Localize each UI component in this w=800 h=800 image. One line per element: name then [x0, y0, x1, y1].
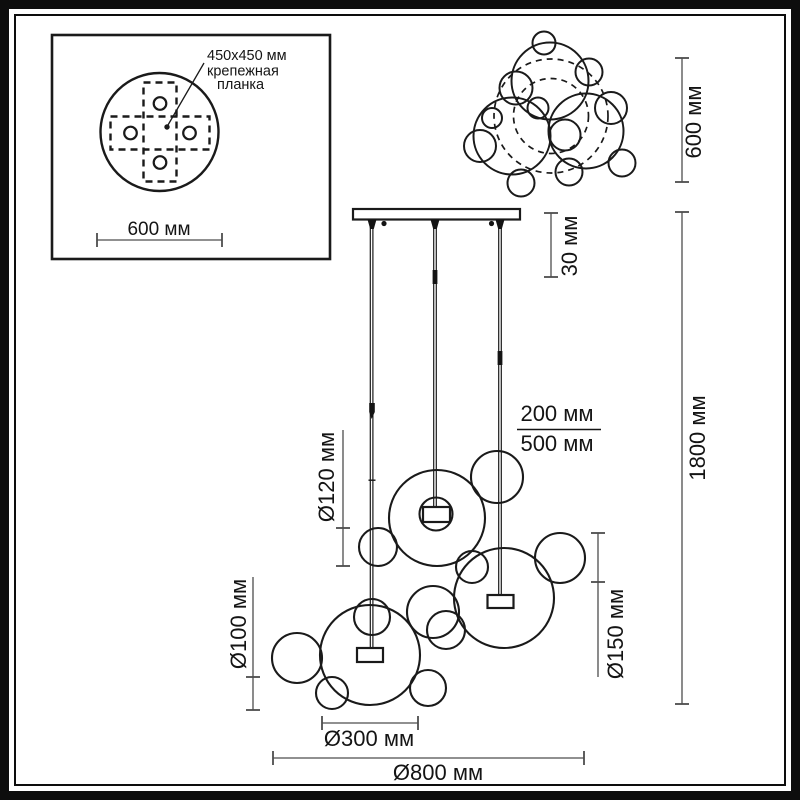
mounting-plate-inset — [50, 33, 332, 261]
top-view-small-sphere — [607, 148, 637, 178]
cord-length-bottom-label: 500 мм — [520, 431, 593, 456]
overall-width-label: Ø800 мм — [393, 760, 483, 785]
cable-joint-left — [369, 403, 375, 419]
sphere-large-middle — [387, 468, 487, 568]
top-view-small-sphere — [574, 57, 604, 87]
top-view-dim-600 — [675, 57, 689, 183]
leader-dot — [164, 124, 170, 130]
cable-right — [498, 219, 502, 595]
plate-name-label-1: крепежная — [207, 64, 279, 80]
sphere-small — [454, 549, 490, 585]
sphere-small — [408, 668, 448, 708]
cable-grip — [495, 219, 505, 229]
inset-dim-600 — [96, 233, 223, 247]
sphere-inner-lamp — [418, 496, 454, 532]
top-view-large-sphere — [547, 92, 625, 170]
total-height-label: 1800 мм — [685, 395, 710, 480]
sphere-d120-label: Ø120 мм — [314, 432, 339, 522]
dimension-lines — [246, 211, 689, 765]
mounting-bracket-vertical — [142, 81, 178, 183]
cable-joints — [368, 270, 503, 481]
cable-middle — [433, 219, 437, 507]
top-view-small-sphere — [554, 157, 584, 187]
inset-border — [50, 33, 332, 261]
suspension-cables — [369, 219, 502, 648]
top-view-small-sphere — [594, 91, 628, 125]
bubble-spheres — [270, 449, 587, 711]
canopy-height-label: 30 мм — [557, 216, 582, 277]
mounting-hole — [123, 125, 138, 141]
mounting-hole — [182, 125, 197, 141]
sphere-d300-label: Ø300 мм — [324, 726, 414, 751]
top-view-small-sphere — [481, 107, 503, 129]
socket-left — [355, 646, 385, 664]
sphere-small — [270, 631, 324, 685]
leader-line — [167, 62, 205, 126]
socket-middle — [421, 505, 452, 524]
ceiling-plate — [351, 207, 522, 221]
plate-name-label-2: планка — [217, 77, 265, 93]
cable-grip — [430, 219, 440, 229]
sphere-small — [352, 597, 392, 637]
dimension-texts: 30 мм 1800 мм Ø120 мм Ø100 мм Ø150 мм 20… — [226, 216, 710, 785]
plate-screw — [488, 220, 495, 227]
base-plate-circle — [99, 71, 220, 193]
socket-right — [486, 593, 515, 610]
sphere-d150 — [533, 531, 587, 585]
sphere-small — [425, 609, 467, 651]
sphere-d120 — [357, 526, 399, 568]
top-view-large-sphere — [510, 41, 590, 121]
cable-joint-middle — [432, 270, 438, 284]
sphere-d100 — [314, 675, 350, 711]
mounting-hole — [152, 155, 168, 170]
cable-mark-left — [368, 479, 376, 481]
top-view-small-sphere — [531, 30, 557, 56]
inset-texts: 450x450 мм крепежная планка 600 мм — [127, 48, 286, 240]
top-view-small-sphere — [463, 129, 497, 163]
top-view-small-sphere — [498, 70, 534, 106]
ceiling-plate-group — [351, 207, 522, 229]
cord-length-top-label: 200 мм — [520, 401, 593, 426]
top-view-small-sphere — [506, 168, 536, 198]
base-diameter-label: 600 мм — [127, 219, 190, 240]
top-view-cluster — [463, 30, 637, 198]
cable-grip — [367, 219, 377, 229]
plate-screw — [381, 220, 387, 227]
sphere-small — [405, 584, 461, 640]
top-view-large-sphere — [472, 96, 552, 176]
lamp-sockets — [355, 505, 515, 664]
mounting-hole — [152, 96, 168, 111]
top-view-small-sphere — [548, 118, 582, 152]
sphere-d150-label: Ø150 мм — [603, 589, 628, 679]
cable-left — [369, 219, 374, 648]
top-view-small-sphere — [526, 96, 550, 120]
dashed-guide-circle-outer — [493, 58, 609, 174]
sphere-large-left — [318, 603, 422, 707]
sphere-d100-label: Ø100 мм — [226, 579, 251, 669]
sphere-small — [469, 449, 525, 505]
mounting-bracket-horizontal — [109, 115, 211, 151]
cluster-width-label: 600 мм — [681, 85, 706, 158]
dashed-guide-circle-inner — [512, 77, 590, 155]
cable-joint-right — [497, 351, 503, 365]
plate-size-label: 450x450 мм — [207, 48, 287, 64]
